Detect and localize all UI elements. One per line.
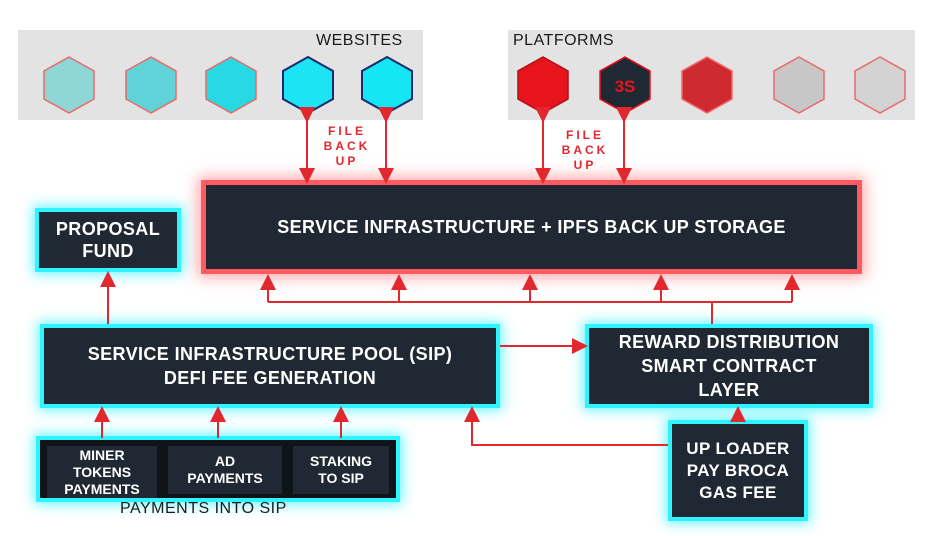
miner-line3: PAYMENTS: [64, 480, 140, 497]
ad-payments-box: AD PAYMENTS: [168, 446, 282, 494]
service-infrastructure-box: SERVICE INFRASTRUCTURE + IPFS BACK UP ST…: [206, 185, 857, 269]
reward-line2: SMART CONTRACT: [641, 356, 817, 376]
file-backup-label-right: FILE BACK UP: [550, 128, 620, 173]
ad-line1: AD: [214, 453, 236, 469]
platform-hex-4-icon: [772, 55, 826, 115]
file-backup-right-text: FILE BACK UP: [561, 128, 609, 172]
uploader-line3: GAS FEE: [699, 482, 777, 502]
sip-line1: SERVICE INFRASTRUCTURE POOL (SIP): [87, 344, 453, 364]
reward-line1: REWARD DISTRIBUTION: [618, 332, 840, 352]
website-hex-3-icon: [204, 55, 258, 115]
file-backup-label-left: FILE BACK UP: [312, 124, 382, 169]
payments-title: PAYMENTS INTO SIP: [120, 500, 287, 517]
staking-box: STAKING TO SIP: [293, 446, 389, 494]
sip-line2: DEFI FEE GENERATION: [163, 368, 377, 388]
file-backup-left-text: FILE BACK UP: [323, 124, 371, 168]
miner-line2: TOKENS: [72, 463, 132, 480]
miner-payments-box: MINER TOKENS PAYMENTS: [47, 446, 157, 498]
proposal-fund-line2: FUND: [82, 241, 134, 261]
platform-logo-text: 3S: [615, 77, 636, 96]
website-hex-1-icon: [42, 55, 96, 115]
platforms-label: PLATFORMS: [513, 32, 615, 49]
websites-label: WEBSITES: [316, 32, 403, 49]
sip-box: SERVICE INFRASTRUCTURE POOL (SIP) DEFI F…: [44, 328, 496, 404]
platform-3s-logo-icon: 3S: [598, 55, 652, 115]
platform-hex-3-icon: [680, 55, 734, 115]
uploader-line1: UP LOADER: [686, 438, 790, 458]
proposal-fund-box: PROPOSAL FUND: [39, 212, 177, 268]
ad-line2: PAYMENTS: [187, 470, 263, 486]
staking-line2: TO SIP: [318, 470, 364, 486]
staking-line1: STAKING: [310, 453, 372, 469]
uploader-line2: PAY BROCA: [686, 460, 790, 480]
platform-hex-5-icon: [853, 55, 907, 115]
service-infrastructure-label: SERVICE INFRASTRUCTURE + IPFS BACK UP ST…: [277, 216, 786, 237]
website-hex-2-icon: [124, 55, 178, 115]
proposal-fund-line1: PROPOSAL: [55, 219, 161, 239]
reward-line3: LAYER: [698, 380, 760, 400]
miner-line1: MINER: [79, 446, 125, 463]
reward-distribution-box: REWARD DISTRIBUTION SMART CONTRACT LAYER: [589, 328, 869, 404]
uploader-box: UP LOADER PAY BROCA GAS FEE: [672, 424, 804, 517]
